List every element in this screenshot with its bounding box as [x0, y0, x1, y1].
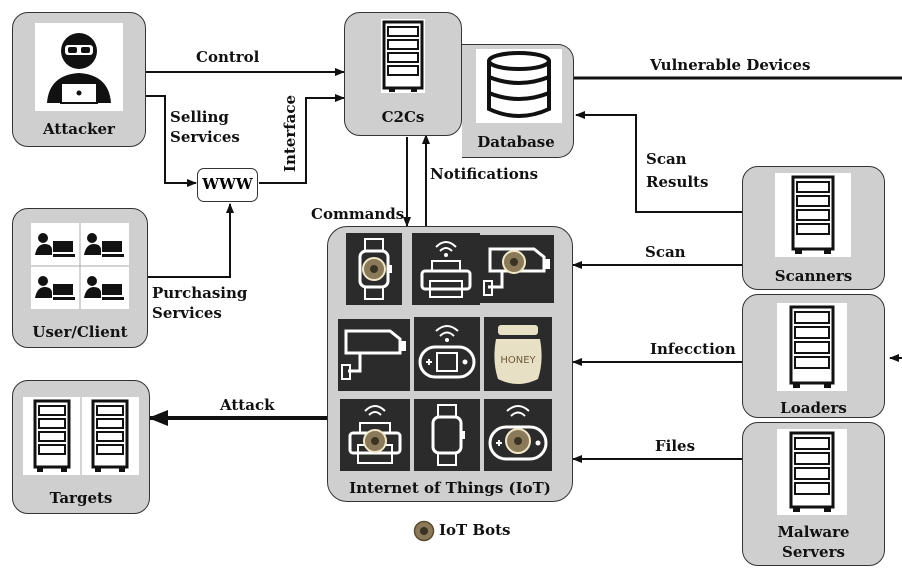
iot-device-gamepad-bot	[484, 399, 552, 471]
edge-label-selling-2: Services	[170, 128, 240, 146]
security-camera-icon	[483, 247, 550, 296]
malware-servers-label-2: Servers	[782, 543, 845, 561]
legend-label-iot-bots: IoT Bots	[439, 521, 511, 539]
edge-label-selling-1: Selling	[170, 108, 229, 126]
edge-label-attack: Attack	[220, 396, 275, 414]
c2cs-node: C2Cs	[344, 12, 462, 136]
scanners-node: Scanners	[742, 166, 885, 290]
iot-device-printer-bot	[340, 399, 410, 471]
attacker-node: Attacker	[12, 12, 146, 147]
edge-label-scan-results-1: Scan	[646, 150, 687, 168]
edge-label-purchasing-2: Services	[152, 304, 222, 322]
edge-interface	[259, 94, 345, 184]
targets-node: Targets	[12, 380, 150, 514]
wifi-gamepad-icon	[418, 325, 476, 379]
edge-label-scan: Scan	[645, 243, 686, 261]
user-client-label: User/Client	[32, 323, 128, 341]
edge-purchasing-services	[148, 203, 234, 278]
smartwatch-icon	[358, 238, 392, 300]
edge-selling-services	[146, 95, 197, 187]
server-icon	[789, 305, 835, 388]
iot-device-watch-bot	[346, 233, 402, 305]
edge-label-vulnerable-devices: Vulnerable Devices	[650, 56, 811, 74]
database-label: Database	[477, 133, 555, 151]
c2cs-label: C2Cs	[381, 108, 425, 126]
edge-label-infection: Infecction	[650, 340, 736, 358]
iot-node: HONEY Interne	[327, 226, 573, 502]
loaders-label: Loaders	[780, 399, 847, 417]
edge-label-files: Files	[655, 437, 696, 455]
target-servers-icon	[33, 397, 129, 475]
edge-label-notifications: Notifications	[430, 165, 539, 183]
iot-device-watch	[414, 399, 480, 471]
iot-device-camera	[338, 319, 410, 391]
edge-label-control: Control	[196, 48, 260, 66]
malware-servers-node: Malware Servers	[742, 422, 885, 566]
targets-label: Targets	[49, 489, 113, 507]
edge-label-purchasing-1: Purchasing	[152, 284, 248, 302]
hacker-icon	[47, 33, 111, 104]
honeypot-icon: HONEY	[494, 325, 542, 384]
www-node: WWW	[197, 168, 258, 202]
server-icon	[789, 431, 835, 512]
server-icon	[382, 20, 424, 92]
users-at-computers-icon	[31, 223, 129, 309]
iot-device-honeypot: HONEY	[484, 317, 552, 391]
edge-scan-results	[575, 111, 742, 213]
server-icon	[791, 175, 835, 254]
smartwatch-icon	[431, 404, 465, 466]
wifi-printer-icon	[420, 241, 472, 298]
database-node: Database	[462, 44, 574, 158]
edge-label-scan-results-2: Results	[646, 173, 709, 191]
edge-label-commands: Commands	[311, 205, 405, 223]
loaders-node: Loaders	[742, 294, 885, 418]
wifi-printer-icon	[348, 405, 402, 464]
edge-label-interface: Interface	[281, 94, 300, 173]
security-camera-icon	[341, 329, 406, 380]
svg-text:HONEY: HONEY	[500, 355, 536, 366]
scanners-label: Scanners	[774, 267, 853, 285]
iot-label: Internet of Things (IoT)	[349, 479, 551, 497]
bot-badge-icon	[413, 520, 435, 542]
attacker-label: Attacker	[43, 120, 115, 138]
iot-device-gamepad	[414, 317, 480, 391]
database-icon	[487, 51, 551, 118]
iot-device-printer	[412, 233, 480, 305]
user-client-node: User/Client	[12, 208, 148, 348]
wifi-gamepad-icon	[488, 405, 548, 461]
iot-device-camera-bot	[480, 235, 554, 303]
malware-servers-label-1: Malware	[777, 523, 850, 541]
